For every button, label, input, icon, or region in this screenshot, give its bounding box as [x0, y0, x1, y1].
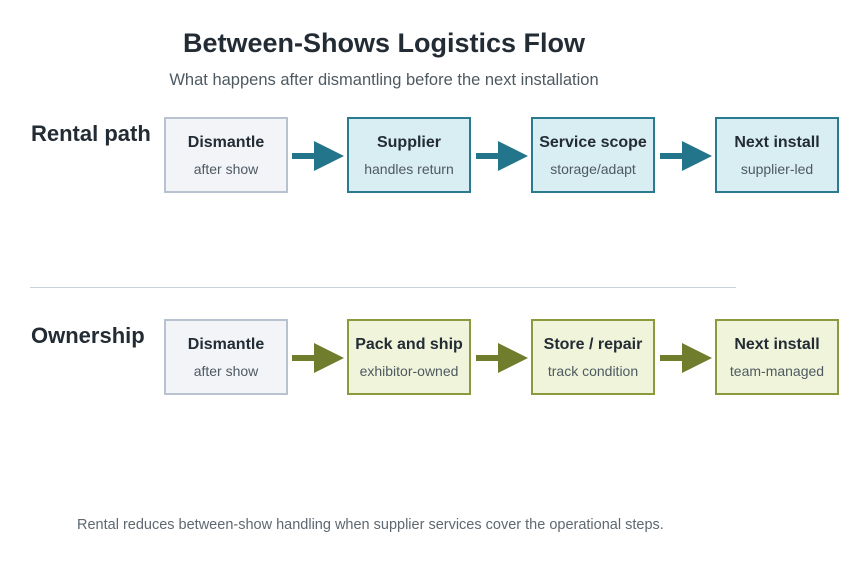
section-divider [30, 287, 736, 288]
step-subtitle: after show [193, 161, 259, 177]
step-title: Store / repair [543, 336, 643, 353]
footnote: Rental reduces between-show handling whe… [77, 517, 664, 533]
rental-row-label: Rental path [31, 121, 151, 146]
step-title: Dismantle [187, 134, 265, 151]
rental-step-next-install: Next install supplier-led [715, 117, 839, 193]
ownership-step-next-install: Next install team-managed [715, 319, 839, 395]
rental-arrow-icon [292, 141, 344, 171]
step-subtitle: exhibitor-owned [359, 363, 459, 379]
rental-step-service-scope: Service scope storage/adapt [531, 117, 655, 193]
step-subtitle: track condition [547, 363, 639, 379]
rental-step-dismantle: Dismantle after show [164, 117, 288, 193]
step-title: Supplier [376, 134, 441, 151]
step-subtitle: handles return [364, 161, 454, 177]
ownership-step-dismantle: Dismantle after show [164, 319, 288, 395]
diagram-title: Between-Shows Logistics Flow [182, 28, 586, 58]
step-subtitle: storage/adapt [550, 161, 636, 177]
ownership-arrow-icon [292, 343, 344, 373]
step-title: Service scope [539, 134, 647, 151]
step-title: Pack and ship [355, 336, 463, 353]
diagram-subtitle: What happens after dismantling before th… [169, 71, 599, 89]
rental-step-supplier: Supplier handles return [347, 117, 471, 193]
ownership-step-store-repair: Store / repair track condition [531, 319, 655, 395]
step-subtitle: supplier-led [740, 161, 814, 177]
ownership-step-pack-and-ship: Pack and ship exhibitor-owned [347, 319, 471, 395]
ownership-arrow-icon [660, 343, 712, 373]
step-title: Dismantle [187, 336, 265, 353]
rental-arrow-icon [660, 141, 712, 171]
ownership-row-label: Ownership [31, 323, 145, 348]
step-title: Next install [734, 336, 820, 353]
step-title: Next install [734, 134, 820, 151]
step-subtitle: after show [193, 363, 259, 379]
ownership-arrow-icon [476, 343, 528, 373]
rental-arrow-icon [476, 141, 528, 171]
step-subtitle: team-managed [729, 363, 825, 379]
